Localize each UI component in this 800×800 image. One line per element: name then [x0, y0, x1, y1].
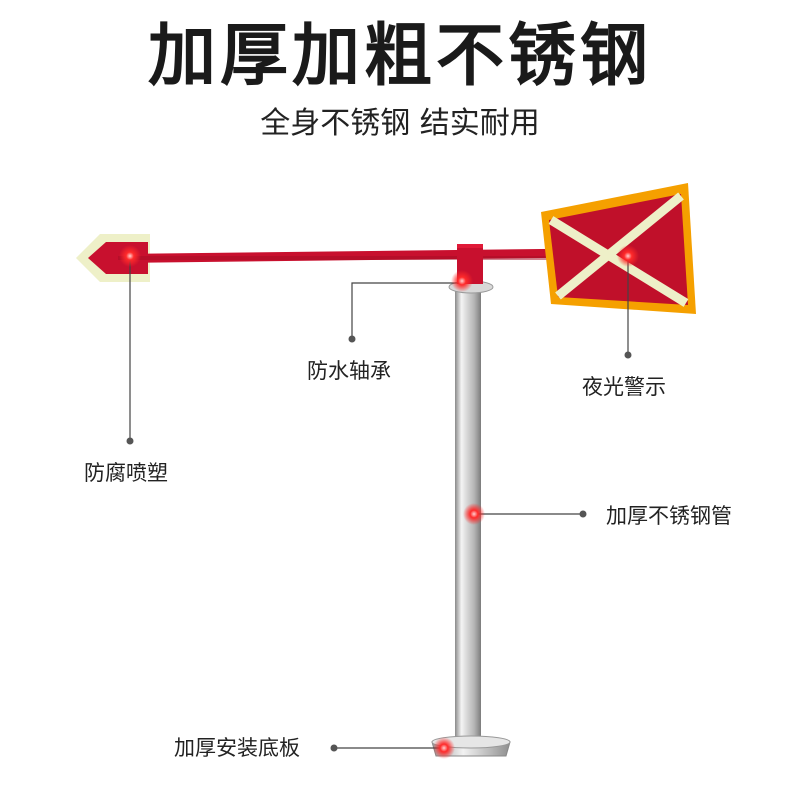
callout-reflective: 夜光警示 [582, 375, 666, 399]
callout-coating: 防腐喷塑 [84, 461, 168, 485]
page-title: 加厚加粗不锈钢 [147, 17, 652, 96]
callout-pipe: 加厚不锈钢管 [606, 504, 732, 528]
callout-bearing: 防水轴承 [307, 359, 391, 383]
marker-dots [119, 245, 639, 759]
callout-base: 加厚安装底板 [174, 736, 300, 760]
page-subtitle: 全身不锈钢 结实耐用 [260, 106, 540, 141]
